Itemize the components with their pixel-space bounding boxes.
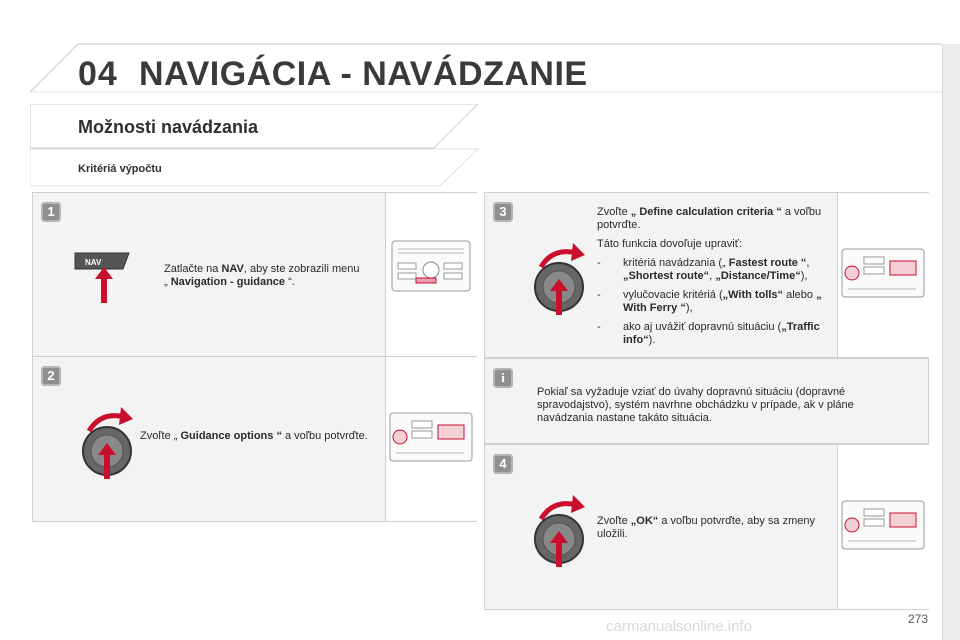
step-2-panel: 2 Zvoľte „ Guidance options “ a voľbu po… <box>32 356 477 522</box>
step-1-panel: 1 NAV Zatlačte na NAV, aby ste zobrazili… <box>32 192 477 358</box>
radio-knob-panel-illustration <box>841 500 925 550</box>
rotary-knob-illustration <box>82 407 133 479</box>
press-arrow-icon <box>550 531 568 567</box>
step-1-thumbnail <box>385 193 477 357</box>
rotary-knob-illustration <box>534 243 585 315</box>
info-icon: i <box>493 368 513 388</box>
header-decoration <box>29 43 942 93</box>
list-item: -ako aj uvážiť dopravnú situáciu („Traff… <box>597 321 820 346</box>
step-2-thumbnail <box>385 357 477 521</box>
step-3-intro: Táto funkcia dovoľuje upraviť: <box>597 238 742 250</box>
chapter-number: 04 <box>78 55 118 93</box>
list-item: -vylučovacie kritériá („With tolls“ aleb… <box>597 289 822 314</box>
step-4-panel: 4 Zvoľte „OK“ a voľbu potvrďte, aby sa z… <box>484 444 929 610</box>
list-item: -kritériá navádzania („ Fastest route “,… <box>597 257 810 282</box>
step-1-badge: 1 <box>41 202 61 222</box>
step-3-badge: 3 <box>493 202 513 222</box>
subsection-banner <box>30 148 480 187</box>
press-arrow-icon <box>550 279 568 315</box>
radio-knob-panel-illustration <box>841 248 925 298</box>
chapter-title: NAVIGÁCIA - NAVÁDZANIE <box>139 55 588 93</box>
radio-knob-panel-illustration <box>389 412 473 462</box>
rotary-knob-illustration <box>534 495 585 567</box>
section-title: Možnosti navádzania <box>78 117 259 137</box>
step-4-text: Zvoľte „OK“ a voľbu potvrďte, aby sa zme… <box>597 515 815 540</box>
press-arrow-icon <box>98 443 116 479</box>
page-edge-strip <box>942 44 960 640</box>
nav-button-illustration: NAV <box>74 252 130 303</box>
nav-button-label: NAV <box>85 258 102 267</box>
step-4-thumbnail <box>837 445 929 609</box>
page-number: 273 <box>908 612 929 626</box>
info-panel: i Pokiaľ sa vyžaduje vziať do úvahy dopr… <box>484 358 929 444</box>
step-3-thumbnail <box>837 193 929 357</box>
step-2-text: Zvoľte „ Guidance options “ a voľbu potv… <box>140 430 368 442</box>
info-text: Pokiaľ sa vyžaduje vziať do úvahy doprav… <box>537 386 854 424</box>
watermark: carmanualsonline.info <box>606 618 752 635</box>
step-4-badge: 4 <box>493 454 513 474</box>
subsection-title: Kritériá výpočtu <box>78 163 162 175</box>
section-banner <box>30 104 479 149</box>
press-arrow-icon <box>95 267 113 303</box>
step-3-text: Zvoľte „ Define calculation criteria “ a… <box>597 206 827 353</box>
radio-panel-illustration <box>391 240 471 292</box>
step-3-panel: 3 Zvoľte „ Define calculation criteria “… <box>484 192 929 358</box>
step-2-badge: 2 <box>41 366 61 386</box>
step-1-text: Zatlačte na NAV, aby ste zobrazili menu … <box>164 263 360 288</box>
